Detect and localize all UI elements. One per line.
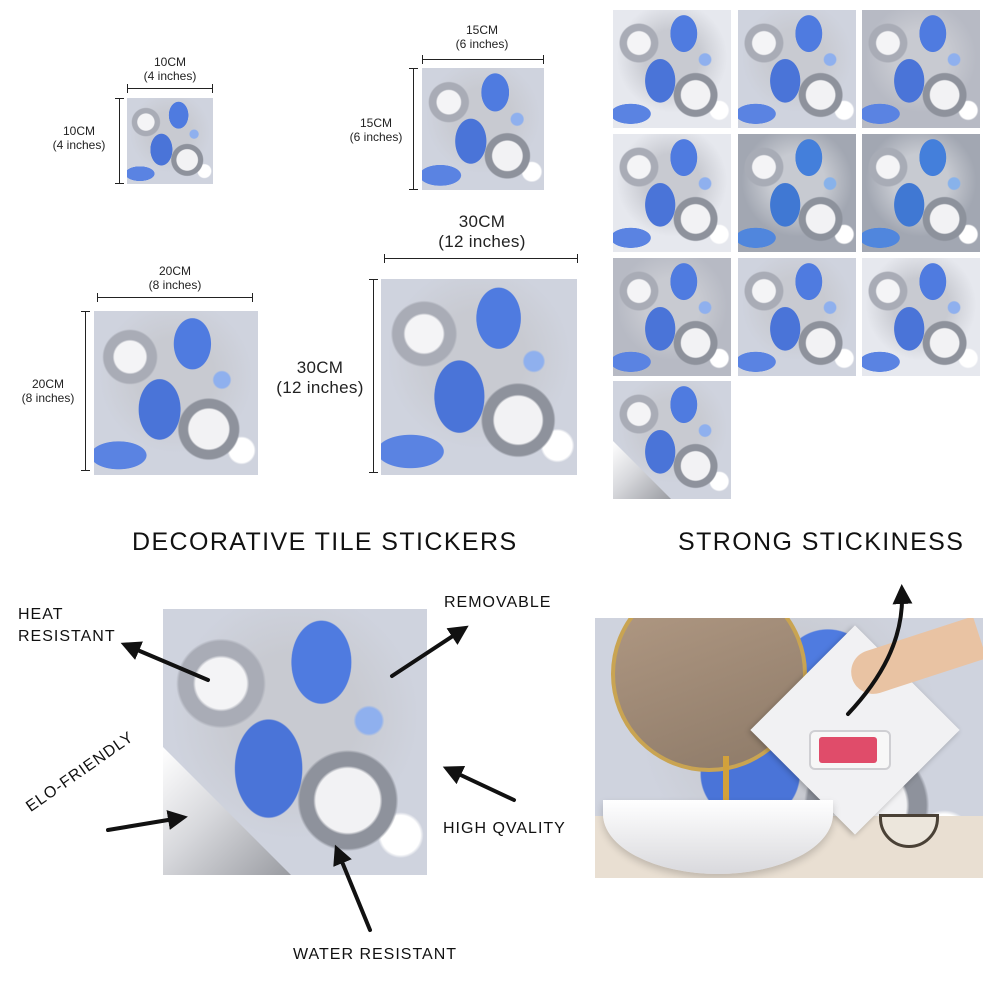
pattern-tile-4	[613, 134, 731, 252]
feature-water-resistant: WATER RESISTANT	[293, 946, 458, 963]
tile-sample-15cm	[422, 68, 544, 190]
pattern-tile-7	[613, 258, 731, 376]
heading-decorative-tile-stickers: DECORATIVE TILE STICKERS	[132, 528, 518, 556]
feature-heat-resistant: HEAT RESISTANT	[18, 606, 116, 645]
height-label: 15CM(6 inches)	[349, 116, 403, 144]
pattern-tile-1	[613, 10, 731, 128]
tile-sample-10cm	[127, 98, 213, 184]
pattern-tile-8	[738, 258, 856, 376]
bathroom-scene	[595, 618, 983, 878]
tile-sample-20cm	[94, 311, 258, 475]
pattern-tile-3	[862, 10, 980, 128]
arrow-icon	[120, 641, 210, 682]
arrow-icon	[442, 766, 516, 802]
heading-strong-stickiness: STRONG STICKINESS	[678, 528, 965, 556]
feature-removable: REMOVABLE	[444, 594, 552, 611]
width-dimension-line	[384, 254, 578, 263]
faucet-icon	[723, 756, 729, 814]
width-label: 15CM(6 inches)	[455, 23, 509, 51]
height-dimension-line	[409, 68, 418, 190]
arrow-icon	[106, 810, 188, 832]
pattern-tile-10	[613, 381, 731, 499]
width-label: 30CM(12 inches)	[438, 212, 526, 251]
arrow-icon	[333, 844, 372, 932]
height-label: 10CM(4 inches)	[52, 124, 106, 152]
width-dimension-line	[97, 293, 253, 302]
width-dimension-line	[127, 84, 213, 93]
feature-tile	[163, 609, 427, 875]
arrow-icon	[846, 584, 913, 716]
width-dimension-line	[422, 55, 544, 64]
height-dimension-line	[81, 311, 90, 471]
height-dimension-line	[115, 98, 124, 184]
tile-sample-30cm	[381, 279, 577, 475]
arrow-icon	[390, 625, 469, 678]
height-dimension-line	[369, 279, 378, 473]
width-label: 10CM(4 inches)	[143, 55, 197, 83]
height-label: 20CM(8 inches)	[21, 377, 75, 405]
pattern-tile-5	[738, 134, 856, 252]
height-label: 30CM(12 inches)	[276, 358, 364, 397]
width-label: 20CM(8 inches)	[148, 264, 202, 292]
phone-screen	[819, 737, 877, 763]
phone-icon	[809, 730, 891, 770]
pattern-tile-2	[738, 10, 856, 128]
pattern-tile-9	[862, 258, 980, 376]
feature-high-quality: HIGH QVALITY	[443, 820, 566, 837]
pattern-tile-6	[862, 134, 980, 252]
